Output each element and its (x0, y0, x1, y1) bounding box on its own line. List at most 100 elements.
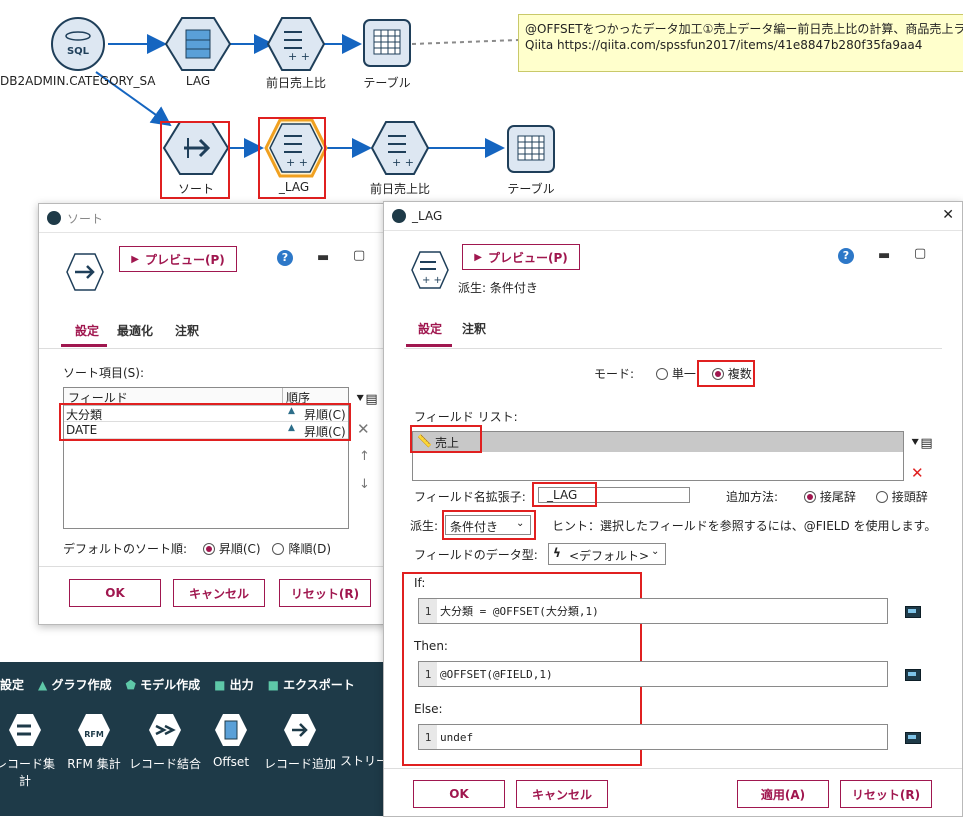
palette-item-append[interactable]: レコード追加 (262, 712, 338, 772)
app-icon (47, 211, 61, 225)
derive-select[interactable]: 条件付き ⌄ (445, 515, 531, 535)
field-list-label: フィールド リスト: (414, 410, 518, 424)
expression-builder-icon[interactable] (905, 669, 921, 681)
help-icon[interactable]: ? (838, 248, 854, 264)
derive-icon (284, 135, 302, 153)
node-label-sort: ソート (177, 182, 214, 196)
palette-tab-model[interactable]: ⬟ モデル作成 (125, 677, 201, 692)
delete-icon[interactable]: ✕ (911, 464, 924, 482)
node-label-lag: LAG (185, 74, 211, 88)
radio-prefix[interactable]: 接頭辞 (875, 490, 928, 504)
move-up-icon[interactable]: ↑ (359, 449, 370, 464)
palette-item-rfm[interactable]: RFM RFM 集計 (62, 712, 126, 772)
node-label-sql: DB2ADMIN.CATEGORY_SA.. (0, 74, 156, 88)
palette-item-merge[interactable]: レコード結合 (128, 712, 202, 772)
lag-derive-node[interactable]: + + (264, 118, 328, 178)
pentagon-icon: ⬟ (125, 677, 136, 692)
expression-builder-icon[interactable] (905, 732, 921, 744)
expression-builder-icon[interactable] (905, 606, 921, 618)
palette-tab-output[interactable]: ■ 出力 (214, 677, 254, 692)
lag-node[interactable] (164, 17, 232, 71)
if-expression[interactable]: 1 大分類 = @OFFSET(大分類,1) (418, 598, 888, 624)
radio-descending[interactable]: 降順(D) (272, 542, 331, 556)
stream-comment[interactable]: @OFFSETをつかったデータ加工①売上データ編ー前日売上比の計算、商品売上ラ … (518, 14, 963, 72)
close-icon[interactable]: ✕ (942, 207, 954, 223)
apply-button[interactable]: 適用(A) (737, 780, 829, 808)
preview-button[interactable]: ▶プレビュー(P) (119, 246, 237, 272)
merge-icon (149, 714, 181, 746)
table-row[interactable]: 大分類 ▲ 昇順(C) (64, 405, 348, 422)
radio-suffix[interactable]: 接尾辞 (803, 490, 856, 504)
derive-node-row2[interactable]: + + (370, 121, 430, 175)
tab-annotation[interactable]: 注釈 (175, 324, 200, 338)
palette-item-aggregate[interactable]: レコード集計 (0, 712, 60, 789)
radio-multiple[interactable]: 複数 (711, 367, 752, 381)
sort-items-label: ソート項目(S): (63, 366, 145, 380)
table-node-row1[interactable] (363, 19, 411, 67)
derive-icon (284, 31, 302, 49)
reset-button[interactable]: リセット(R) (279, 579, 371, 607)
footer-divider (39, 566, 387, 567)
sort-icon (66, 253, 104, 291)
hint-text: ヒント：選択したフィールドを参照するには、@FIELD を使用します。 (552, 519, 937, 533)
tab-settings[interactable]: 設定 (418, 322, 443, 336)
minimize-icon[interactable]: ▬ (317, 250, 330, 265)
table-node-row2[interactable] (507, 125, 555, 173)
sort-dialog-titlebar: ソート (39, 204, 387, 233)
maximize-icon[interactable]: ▢ (353, 248, 366, 263)
aggregate-icon (9, 714, 41, 746)
lightning-icon: ϟ (553, 546, 561, 560)
delete-icon[interactable]: ✕ (357, 420, 370, 438)
ok-button[interactable]: OK (413, 780, 505, 808)
palette-item-stream[interactable]: ストリー (340, 754, 389, 768)
cancel-button[interactable]: キャンセル (173, 579, 265, 607)
palette-tab-graph[interactable]: ▲ グラフ作成 (38, 677, 112, 692)
node-label-table1: テーブル (363, 76, 411, 90)
field-list[interactable]: 📏 売上 (412, 431, 904, 481)
else-expression[interactable]: 1 undef (418, 724, 888, 750)
add-method-row: 追加方法: 接尾辞 接頭辞 (726, 488, 928, 505)
table-header: フィールド 順序 (64, 388, 348, 406)
field-picker-icon[interactable]: ⯆▤ (355, 392, 378, 407)
if-label: If: (414, 576, 426, 590)
type-select[interactable]: ϟ <デフォルト> ⌄ (548, 543, 666, 565)
extension-input[interactable]: _LAG (538, 487, 690, 503)
ok-button[interactable]: OK (69, 579, 161, 607)
minimize-icon[interactable]: ▬ (878, 248, 891, 263)
tab-annotation[interactable]: 注釈 (462, 322, 487, 336)
lag-dialog-titlebar: _LAG ✕ (384, 202, 962, 231)
preview-button[interactable]: ▶プレビュー(P) (462, 244, 580, 270)
sort-items-table: フィールド 順序 大分類 ▲ 昇順(C) DATE ▲ 昇順(C) (63, 387, 349, 529)
table-row[interactable]: DATE ▲ 昇順(C) (64, 422, 348, 439)
palette-tab-export[interactable]: ■ エクスポート (267, 677, 355, 692)
derive-node-row1[interactable]: + + (266, 17, 326, 71)
else-label: Else: (414, 702, 443, 716)
cancel-button[interactable]: キャンセル (516, 780, 608, 808)
tab-optimize[interactable]: 最適化 (117, 324, 154, 338)
svg-text:RFM: RFM (84, 730, 104, 739)
move-down-icon[interactable]: ↓ (359, 477, 370, 492)
field-item-name: 売上 (435, 436, 460, 450)
chevron-down-icon: ⌄ (516, 518, 525, 529)
radio-ascending[interactable]: 昇順(C) (202, 542, 261, 556)
ruler-icon: 📏 (417, 434, 432, 448)
reset-button[interactable]: リセット(R) (840, 780, 932, 808)
play-icon: ▶ (131, 253, 139, 265)
field-picker-icon[interactable]: ⯆▤ (910, 436, 933, 451)
radio-single[interactable]: 単一 (655, 367, 696, 381)
comment-line2: Qiita https://qiita.com/spssfun2017/item… (525, 38, 923, 52)
database-icon (65, 31, 91, 41)
maximize-icon[interactable]: ▢ (914, 246, 927, 261)
list-item[interactable]: 📏 売上 (413, 432, 903, 452)
palette-tab-settings[interactable]: 設定 (0, 677, 25, 692)
app-icon (392, 209, 406, 223)
sort-dialog: ソート ▶プレビュー(P) ? ▬ ▢ 設定 最適化 注釈 ソート項目(S): … (38, 203, 388, 625)
offset-icon (215, 714, 247, 746)
tab-settings[interactable]: 設定 (75, 324, 100, 338)
palette-item-offset[interactable]: Offset (206, 712, 256, 769)
then-expression[interactable]: 1 @OFFSET(@FIELD,1) (418, 661, 888, 687)
extension-label: フィールド名拡張子: (414, 490, 526, 504)
sql-source-node[interactable]: SQL (51, 17, 105, 71)
help-icon[interactable]: ? (277, 250, 293, 266)
sort-node[interactable] (162, 121, 230, 175)
